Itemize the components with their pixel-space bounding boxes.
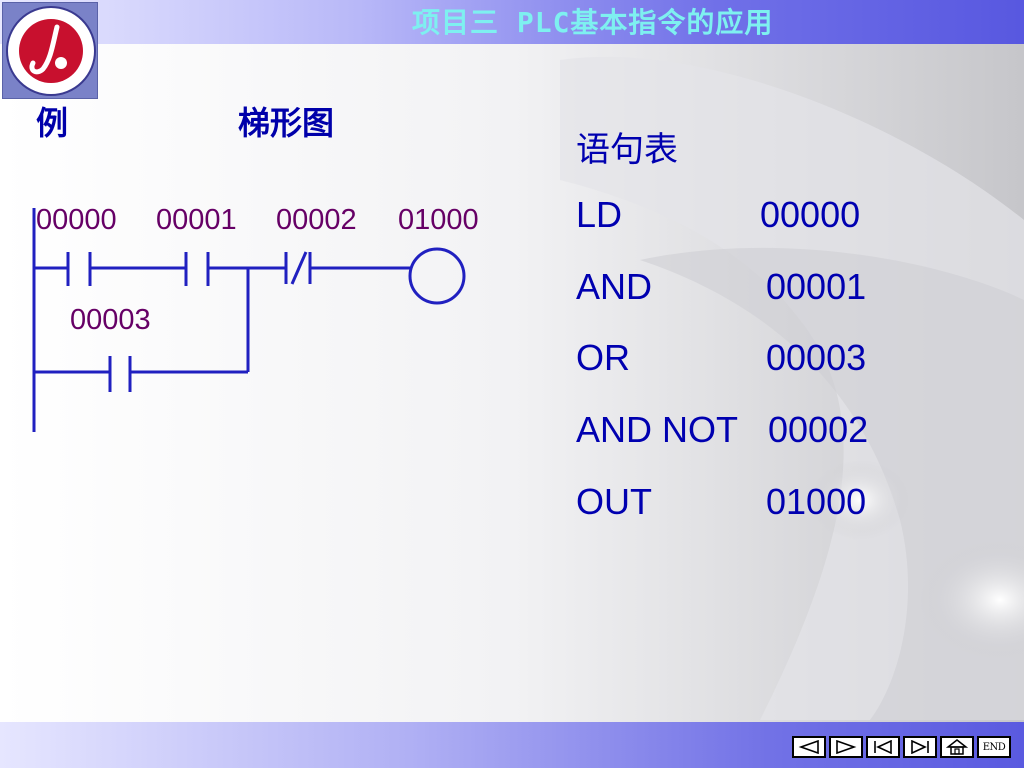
statement-op: OUT: [576, 481, 652, 522]
prev-page-icon: [798, 740, 819, 754]
statement-arg: 00003: [766, 337, 867, 378]
logo-emblem-icon: [6, 6, 96, 96]
end-icon: END: [982, 741, 1006, 753]
next-page-icon: [836, 740, 857, 754]
statement-arg: 00002: [768, 409, 869, 450]
home-icon: [946, 739, 968, 755]
header-bar: 项目三 PLC基本指令的应用: [0, 0, 1024, 44]
contact-00000-label: 00000: [36, 204, 117, 236]
statement-op: AND NOT: [576, 409, 738, 450]
first-page-button[interactable]: [866, 736, 900, 758]
statement-op: AND: [576, 266, 653, 307]
next-page-button[interactable]: [829, 736, 863, 758]
example-label: 例: [36, 104, 69, 142]
slide-title: 项目三 PLC基本指令的应用: [412, 6, 774, 39]
statement-list-title: 语句表: [576, 130, 678, 170]
contact-00003-label: 00003: [70, 304, 151, 336]
statement-arg: 00001: [766, 266, 867, 307]
coil-01000-label: 01000: [398, 204, 479, 236]
last-page-button[interactable]: [903, 736, 937, 758]
contact-00002-label: 00002: [276, 204, 357, 236]
first-page-icon: [874, 740, 892, 754]
coil-01000: [408, 247, 466, 305]
end-button[interactable]: END: [977, 736, 1011, 758]
ladder-diagram-title: 梯形图: [238, 104, 335, 142]
last-page-icon: [911, 740, 929, 754]
contact-00001-label: 00001: [156, 204, 237, 236]
statement-op: LD: [576, 194, 623, 235]
statement-op: OR: [576, 337, 630, 378]
ladder-diagram: 00000 00001 00002 01000 00003: [0, 190, 520, 450]
slide-navigation: END: [792, 736, 1014, 760]
contact-00002-slash: [290, 251, 308, 285]
school-logo: [2, 2, 98, 99]
statement-arg: 01000: [766, 481, 867, 522]
statement-arg: 00000: [760, 194, 861, 235]
ladder-wiring: [32, 208, 466, 432]
home-button[interactable]: [940, 736, 974, 758]
prev-page-button[interactable]: [792, 736, 826, 758]
